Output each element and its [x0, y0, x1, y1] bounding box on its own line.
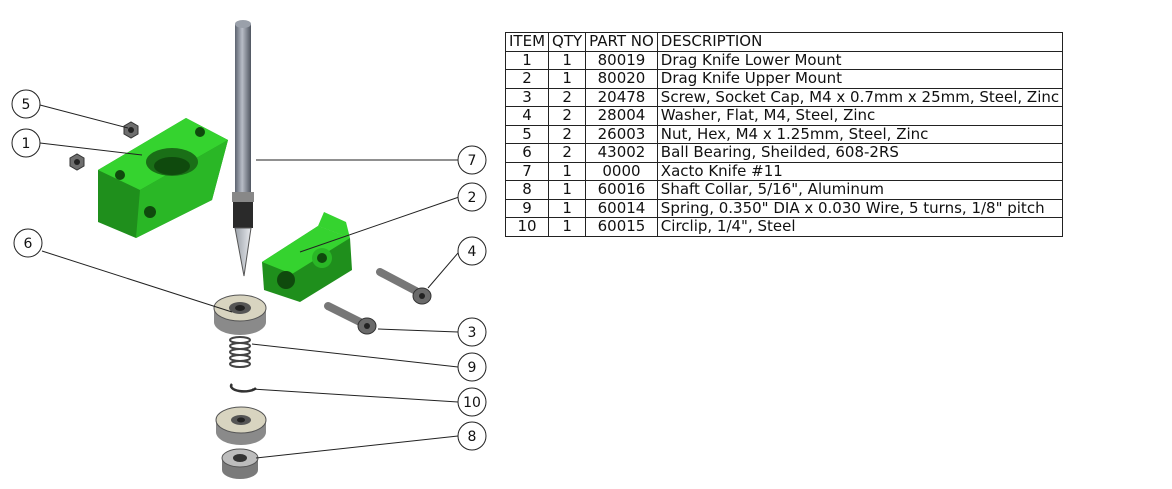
xacto-knife-part: [232, 20, 254, 277]
bom-qty: 2: [548, 87, 587, 107]
svg-text:10: 10: [463, 395, 481, 411]
bom-row: 9 1 60014 Spring, 0.350" DIA x 0.030 Wir…: [504, 198, 1064, 218]
balloon-1: 1: [11, 128, 41, 158]
bom-item: 9: [504, 198, 550, 218]
bom-row: 6 2 43002 Ball Bearing, Sheilded, 608-2R…: [504, 143, 1064, 163]
bom-header-description: DESCRIPTION: [656, 32, 1064, 52]
svg-text:5: 5: [22, 97, 31, 113]
bom-header-part-no: PART NO: [585, 32, 658, 52]
bom-qty: 1: [548, 69, 587, 89]
bom-row: 4 2 28004 Washer, Flat, M4, Steel, Zinc: [504, 106, 1064, 126]
bom-header-item: ITEM: [504, 32, 550, 52]
bom-part-no: 80019: [585, 50, 658, 70]
bom-part-no: 60014: [585, 198, 658, 218]
socket-cap-screw-upper: [376, 268, 432, 305]
bom-header-qty: QTY: [548, 32, 587, 52]
svg-text:6: 6: [24, 236, 33, 252]
bom-row: 1 1 80019 Drag Knife Lower Mount: [504, 50, 1064, 70]
bom-qty: 2: [548, 124, 587, 144]
balloon-4: 4: [457, 236, 487, 266]
bom-description: Spring, 0.350" DIA x 0.030 Wire, 5 turns…: [656, 198, 1064, 218]
bom-part-no: 28004: [585, 106, 658, 126]
bom-description: Shaft Collar, 5/16", Aluminum: [656, 180, 1064, 200]
bom-row: 2 1 80020 Drag Knife Upper Mount: [504, 69, 1064, 89]
bom-qty: 2: [548, 106, 587, 126]
bom-item: 4: [504, 106, 550, 126]
bom-qty: 1: [548, 217, 587, 237]
bom-item: 2: [504, 69, 550, 89]
bom-part-no: 60015: [585, 217, 658, 237]
bom-qty: 1: [548, 50, 587, 70]
bom-row: 3 2 20478 Screw, Socket Cap, M4 x 0.7mm …: [504, 87, 1064, 107]
bom-description: Circlip, 1/4", Steel: [656, 217, 1064, 237]
balloon-2: 2: [457, 182, 487, 212]
balloon-5: 5: [11, 89, 41, 119]
bom-row: 8 1 60016 Shaft Collar, 5/16", Aluminum: [504, 180, 1064, 200]
svg-text:9: 9: [468, 360, 477, 376]
ball-bearing-lower: [215, 406, 267, 445]
bom-item: 5: [504, 124, 550, 144]
bom-item: 1: [504, 50, 550, 70]
shaft-collar-part: [221, 448, 259, 479]
svg-text:8: 8: [468, 429, 477, 445]
bom-qty: 1: [548, 180, 587, 200]
bom-qty: 1: [548, 198, 587, 218]
spring-part: [229, 336, 251, 368]
hex-nut-lower: [69, 153, 85, 171]
bom-part-no: 26003: [585, 124, 658, 144]
bom-description: Ball Bearing, Sheilded, 608-2RS: [656, 143, 1064, 163]
bom-description: Drag Knife Upper Mount: [656, 69, 1064, 89]
bom-part-no: 60016: [585, 180, 658, 200]
bom-description: Drag Knife Lower Mount: [656, 50, 1064, 70]
bom-qty: 1: [548, 161, 587, 181]
bom-item: 7: [504, 161, 550, 181]
bill-of-materials-table: ITEM QTY PART NO DESCRIPTION 1 1 80019 D…: [504, 32, 1064, 237]
lower-mount-part: [98, 118, 228, 238]
exploded-assembly-drawing: 5 1 6 7 2 4 3 9 10 8: [11, 20, 487, 479]
svg-text:2: 2: [468, 190, 477, 206]
balloon-9: 9: [457, 352, 487, 382]
bom-part-no: 43002: [585, 143, 658, 163]
svg-text:4: 4: [468, 244, 477, 260]
hex-nut-upper: [123, 121, 139, 139]
balloon-6: 6: [13, 228, 43, 258]
bom-row: 7 1 0000 Xacto Knife #11: [504, 161, 1064, 181]
bom-header-row: ITEM QTY PART NO DESCRIPTION: [504, 32, 1064, 52]
ball-bearing-upper: [213, 294, 267, 335]
bom-item: 6: [504, 143, 550, 163]
balloon-7: 7: [457, 145, 487, 175]
bom-part-no: 0000: [585, 161, 658, 181]
svg-text:1: 1: [22, 136, 31, 152]
bom-part-no: 20478: [585, 87, 658, 107]
balloon-3: 3: [457, 317, 487, 347]
bom-description: Washer, Flat, M4, Steel, Zinc: [656, 106, 1064, 126]
bom-description: Nut, Hex, M4 x 1.25mm, Steel, Zinc: [656, 124, 1064, 144]
socket-cap-screw-lower: [324, 302, 377, 335]
bom-item: 3: [504, 87, 550, 107]
bom-item: 10: [504, 217, 550, 237]
bom-row: 5 2 26003 Nut, Hex, M4 x 1.25mm, Steel, …: [504, 124, 1064, 144]
bom-qty: 2: [548, 143, 587, 163]
svg-text:7: 7: [468, 153, 477, 169]
bom-part-no: 80020: [585, 69, 658, 89]
leader-lines: [39, 104, 460, 459]
balloon-10: 10: [457, 387, 487, 417]
bom-description: Screw, Socket Cap, M4 x 0.7mm x 25mm, St…: [656, 87, 1064, 107]
circlip-part: [229, 383, 257, 393]
bom-row: 10 1 60015 Circlip, 1/4", Steel: [504, 217, 1064, 237]
bom-description: Xacto Knife #11: [656, 161, 1064, 181]
balloon-8: 8: [457, 421, 487, 451]
upper-mount-part: [262, 212, 352, 302]
bom-item: 8: [504, 180, 550, 200]
svg-text:3: 3: [468, 325, 477, 341]
